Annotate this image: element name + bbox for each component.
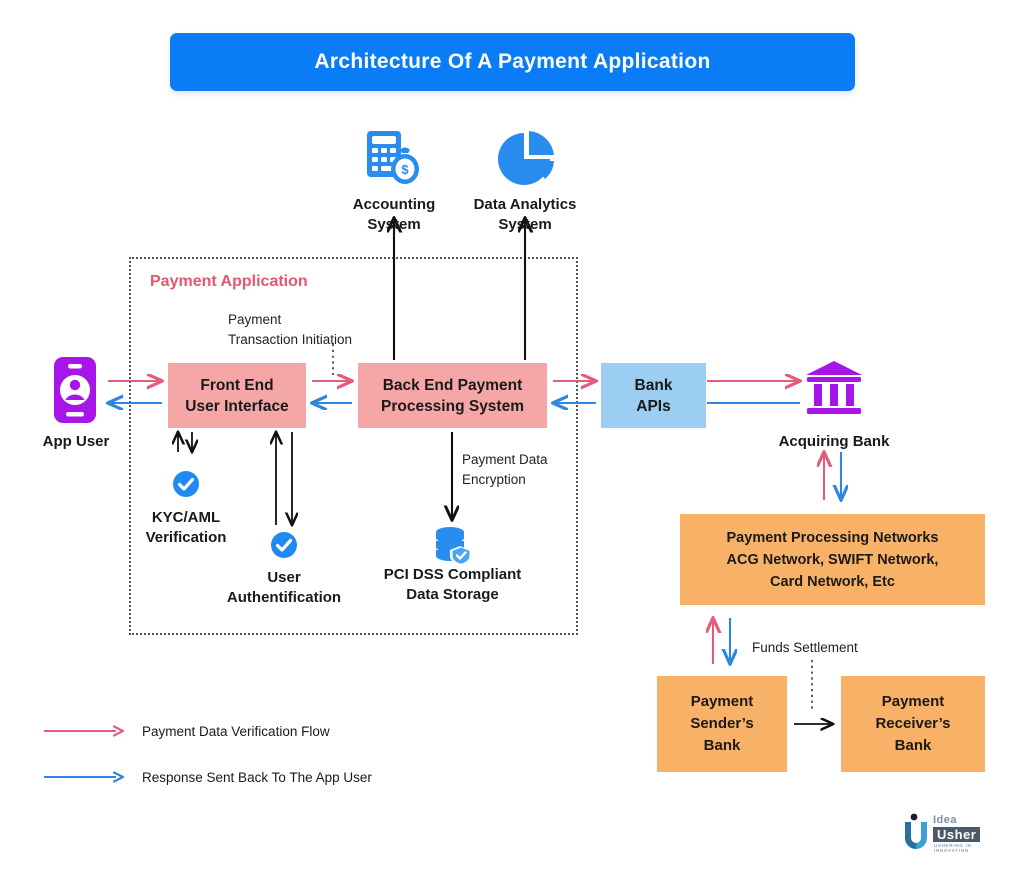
payment-processing-networks-box[interactable]: Payment Processing Networks ACG Network,…	[680, 514, 985, 605]
bank-apis-line2: APIs	[636, 397, 671, 415]
pti-line2: Transaction Initiation	[228, 332, 353, 347]
calculator-money-icon: $	[364, 128, 426, 190]
payment-receivers-bank-box[interactable]: Payment Receiver’s Bank	[841, 676, 985, 772]
brand-logo: Idea Usher USHERING IN INNOVATION	[897, 808, 997, 858]
user-authentification-label: User Authentification	[204, 568, 364, 608]
pde-line1: Payment Data	[462, 452, 548, 467]
receiver-bank-line1: Payment	[881, 693, 945, 710]
data-analytics-line2: System	[498, 216, 552, 233]
logo-word-usher: Usher	[933, 827, 981, 842]
legend-label-payment-flow: Payment Data Verification Flow	[142, 723, 330, 739]
idea-usher-logo-icon	[905, 813, 927, 849]
pci-line1: PCI DSS Compliant	[383, 566, 522, 583]
receiver-bank-line2: Receiver’s	[875, 715, 951, 732]
legend-arrow-blue-icon	[44, 771, 125, 783]
sender-bank-line1: Payment	[690, 693, 754, 710]
logo-word-idea: Idea	[933, 814, 958, 826]
pie-chart-icon	[495, 128, 557, 190]
data-analytics-system-label: Data Analytics System	[455, 195, 595, 235]
funds-settlement-label: Funds Settlement	[752, 640, 858, 655]
back-end-line1: Back End Payment	[382, 376, 523, 394]
database-check-icon	[432, 524, 474, 566]
check-circle-icon	[172, 470, 200, 498]
acquiring-bank-label: Acquiring Bank	[778, 433, 890, 450]
kyc-aml-verification-label: KYC/AML Verification	[116, 508, 256, 548]
mobile-user-icon	[52, 355, 98, 425]
pci-dss-storage-label: PCI DSS Compliant Data Storage	[360, 565, 545, 605]
check-circle-icon	[270, 531, 298, 559]
legend-arrow-pink-icon	[44, 725, 125, 737]
accounting-system-label: Accounting System	[324, 195, 464, 235]
payment-application-label: Payment Application	[150, 273, 308, 290]
sender-bank-line3: Bank	[703, 737, 741, 754]
payment-data-encryption-label: Payment Data Encryption	[462, 450, 622, 490]
pde-line2: Encryption	[462, 472, 526, 487]
front-end-line1: Front End	[200, 376, 274, 394]
legend: Payment Data Verification Flow Response …	[44, 714, 464, 794]
legend-item-response-flow: Response Sent Back To The App User	[44, 760, 464, 794]
networks-line1: Payment Processing Networks	[726, 529, 939, 546]
user-auth-line1: User	[267, 569, 301, 586]
accounting-system-line2: System	[367, 216, 421, 233]
networks-line2: ACG Network, SWIFT Network,	[726, 551, 939, 568]
networks-line3: Card Network, Etc	[770, 573, 895, 590]
page-title-banner: Architecture Of A Payment Application	[170, 33, 855, 91]
back-end-line2: Processing System	[380, 397, 524, 415]
user-auth-line2: Authentification	[226, 589, 342, 606]
bank-apis-line1: Bank	[634, 376, 673, 394]
receiver-bank-line3: Bank	[894, 737, 932, 754]
bank-building-icon	[803, 358, 865, 420]
payment-application-boundary	[129, 257, 578, 635]
front-end-user-interface-box[interactable]: Front End User Interface	[168, 363, 306, 428]
kyc-line2: Verification	[145, 529, 227, 546]
pti-line1: Payment	[228, 312, 282, 327]
legend-item-payment-flow: Payment Data Verification Flow	[44, 714, 464, 748]
accounting-system-line1: Accounting	[352, 196, 436, 213]
legend-label-response-flow: Response Sent Back To The App User	[142, 769, 372, 785]
pci-line2: Data Storage	[406, 586, 499, 603]
bank-apis-box[interactable]: Bank APIs	[601, 363, 706, 428]
logo-tagline: USHERING IN INNOVATION	[934, 843, 972, 853]
payment-transaction-initiation-label: Payment Transaction Initiation	[228, 310, 398, 350]
page-title: Architecture Of A Payment Application	[314, 50, 711, 73]
kyc-line1: KYC/AML	[151, 509, 221, 526]
front-end-line2: User Interface	[185, 397, 289, 415]
data-analytics-line1: Data Analytics	[473, 196, 577, 213]
sender-bank-line2: Sender’s	[690, 715, 754, 732]
payment-senders-bank-box[interactable]: Payment Sender’s Bank	[657, 676, 787, 772]
svg-text:$: $	[401, 162, 409, 177]
app-user-label: App User	[42, 433, 110, 450]
back-end-payment-processing-box[interactable]: Back End Payment Processing System	[358, 363, 547, 428]
